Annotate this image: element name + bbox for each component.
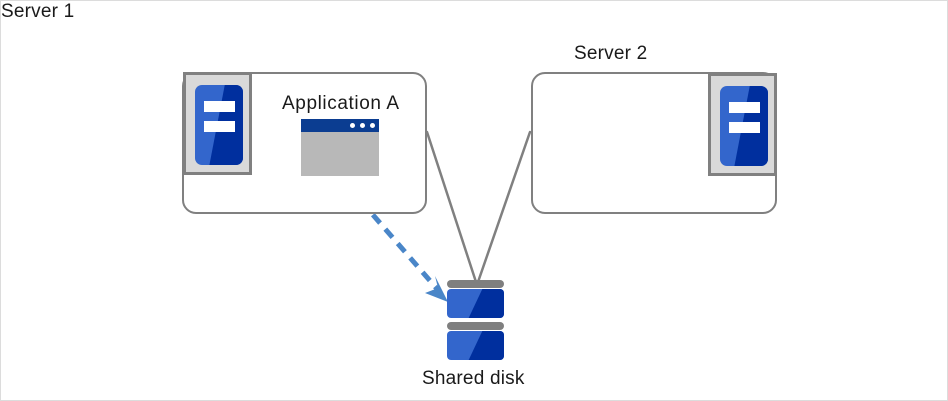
shared-disk-title: Shared disk xyxy=(422,368,525,389)
server-machine-icon xyxy=(183,72,252,175)
server-machine-icon xyxy=(708,73,777,176)
application-window-icon xyxy=(301,119,379,176)
disk-cap-top xyxy=(447,280,504,288)
window-titlebar xyxy=(301,119,379,132)
server1-to-disk-link xyxy=(425,130,478,284)
server-slot-bar-bottom xyxy=(729,122,760,133)
shared-disk-icon xyxy=(447,280,504,362)
disk-cap-bottom xyxy=(447,322,504,330)
server-slot-bar-top xyxy=(729,102,760,113)
disk-body-top-shade xyxy=(468,289,504,318)
disk-body-bottom xyxy=(447,331,504,360)
window-dot-3 xyxy=(370,123,375,128)
server2-title: Server 2 xyxy=(574,43,648,64)
window-dot-2 xyxy=(360,123,365,128)
server1-title: Server 1 xyxy=(1,1,75,22)
disk-body-top xyxy=(447,289,504,318)
server-chassis xyxy=(720,86,768,166)
server-slot-bar-top xyxy=(204,101,235,112)
server2-to-disk-link xyxy=(476,130,532,284)
server-chassis xyxy=(195,85,243,165)
window-dot-1 xyxy=(350,123,355,128)
application-title: Application A xyxy=(282,93,400,114)
disk-body-bottom-shade xyxy=(468,331,504,360)
server-slot-bar-bottom xyxy=(204,121,235,132)
